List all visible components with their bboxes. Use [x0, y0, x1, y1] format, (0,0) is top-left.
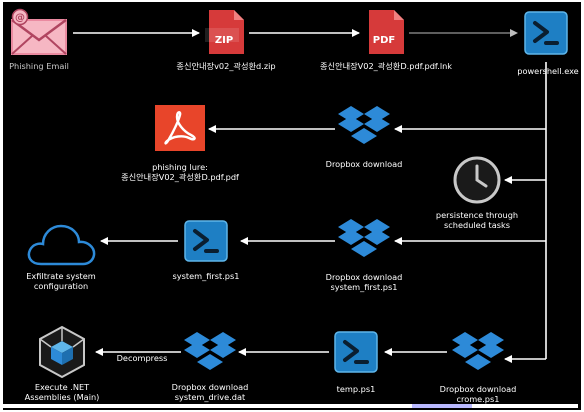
persistence-label-line2: scheduled tasks: [444, 220, 510, 230]
dropbox-2-label-line1: Dropbox download: [325, 272, 403, 282]
clock-icon: [453, 156, 501, 204]
dropbox-icon: [338, 219, 390, 257]
dropbox-2-label-line2: system_first.ps1: [330, 282, 398, 292]
persistence-label-line1: persistence through: [435, 210, 519, 220]
envelope-icon: @: [11, 8, 67, 55]
zip-badge: ZIP: [214, 35, 234, 46]
powershell-icon: [524, 11, 568, 55]
dropbox-icon: [452, 332, 504, 370]
system-first-label: system_first.ps1: [172, 271, 240, 281]
pdf-file-icon: [369, 10, 404, 54]
svg-text:@: @: [15, 13, 25, 24]
phishing-email-label: Phishing Email: [9, 61, 69, 71]
lure-label-line2: 종신안내장V02_곽성환D.pdf.pdf: [121, 172, 239, 182]
dropbox-3-label-line1: Dropbox download: [439, 384, 517, 394]
zip-label: 종신안내장v02_곽성환d.zip: [176, 61, 276, 71]
lnk-label: 종신안내장V02_곽성환D.pdf.pdf.lnk: [319, 61, 453, 71]
powershell-script-icon: [184, 220, 228, 262]
cloud-icon: [27, 224, 96, 266]
attack-flow-diagram: @ Phishing Email ZIP 종신안내장v02_곽성환d.zip P…: [3, 2, 581, 410]
pdf-lure-icon: [155, 105, 205, 151]
zip-file-icon: [205, 10, 244, 54]
dropbox-4-label-line2: system_drive.dat: [174, 392, 246, 402]
cube-icon: [39, 325, 85, 379]
net-label-line2: Assemblies (Main): [24, 392, 100, 402]
powershell-script-icon: [334, 331, 378, 373]
lure-label-line1: phishing lure:: [152, 162, 208, 172]
decompress-label: Decompress: [116, 353, 168, 363]
dropbox-1-label: Dropbox download: [325, 159, 403, 169]
powershell-label: powershell.exe: [517, 66, 579, 76]
dropbox-icon: [184, 332, 236, 370]
dropbox-icon: [338, 106, 390, 144]
net-label-line1: Execute .NET: [34, 382, 90, 392]
dropbox-3-label-line2: crome.ps1: [456, 394, 500, 404]
flow-arrows: [73, 29, 547, 363]
dropbox-4-label-line1: Dropbox download: [171, 382, 249, 392]
temp-label: temp.ps1: [336, 384, 376, 394]
exfil-label-line2: configuration: [33, 281, 89, 291]
pdf-badge: PDF: [372, 35, 396, 46]
bottom-strip: [0, 404, 578, 408]
exfil-label-line1: Exfiltrate system: [26, 271, 96, 281]
